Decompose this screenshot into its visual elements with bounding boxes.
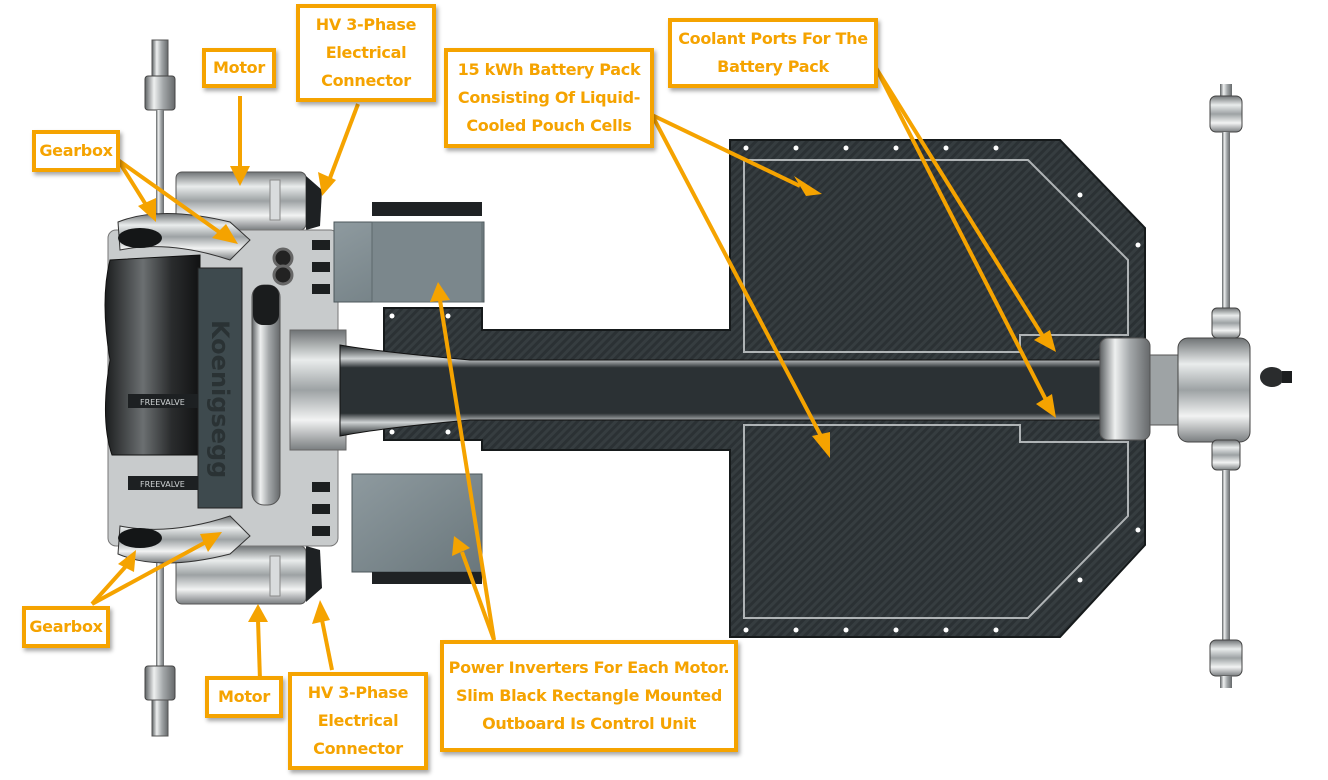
callout-arrows (90, 66, 1056, 681)
callout-coolant-ports-line-1: Coolant Ports For The (678, 29, 868, 48)
arrow-gearbox-bottom-2 (91, 540, 207, 606)
arrow-head-gearbox-bottom-1 (118, 550, 136, 572)
callout-hv-connector-bottom-line-3: Connector (313, 739, 403, 758)
arrow-head-hv-top (318, 172, 336, 196)
arrow-head-inverter-1 (430, 282, 450, 302)
inverter-bottom (351, 473, 483, 584)
engine-plate-lower: FREEVALVE (140, 480, 185, 489)
engine-plate-upper: FREEVALVE (140, 398, 185, 407)
callout-motor-top-line-1: Motor (213, 58, 265, 77)
callout-gearbox-bottom-line-1: Gearbox (29, 617, 103, 636)
arrow-head-motor-bottom (248, 604, 268, 622)
callout-power-inverters-line-1: Power Inverters For Each Motor. (448, 658, 730, 677)
callout-hv-connector-top-line-2: Electrical (325, 43, 407, 62)
rear-drive-unit (1099, 337, 1292, 443)
callout-motor-top: Motor (202, 48, 276, 88)
arrow-gearbox-top-1 (116, 158, 150, 210)
arrow-head-coolant-1 (1034, 330, 1056, 352)
callout-gearbox-bottom: Gearbox (22, 606, 110, 648)
callout-hv-connector-top: HV 3-Phase Electrical Connector (296, 4, 436, 102)
callout-power-inverters-line-2: Slim Black Rectangle Mounted (455, 686, 722, 705)
arrow-inverter-2 (460, 551, 496, 641)
arrow-motor-bottom (256, 619, 262, 681)
arrow-head-gearbox-top-1 (138, 198, 156, 222)
brand-watermark: Koenigsegg (206, 320, 234, 478)
callout-power-inverters: Power Inverters For Each Motor. Slim Bla… (440, 640, 738, 752)
rear-axle (1209, 84, 1243, 688)
arrow-battery-1 (651, 113, 801, 188)
arrow-gearbox-top-2 (116, 158, 224, 236)
callout-motor-bottom: Motor (205, 676, 283, 718)
callout-battery-pack-line-1: 15 kWh Battery Pack (457, 60, 641, 79)
callout-battery-pack-line-2: Consisting Of Liquid- (457, 88, 641, 107)
callout-battery-pack: 15 kWh Battery Pack Consisting Of Liquid… (444, 48, 654, 148)
inverter-top (333, 202, 485, 303)
callout-power-inverters-line-3: Outboard Is Control Unit (482, 714, 696, 733)
arrow-head-gearbox-top-2 (212, 224, 238, 244)
callout-battery-pack-line-3: Cooled Pouch Cells (466, 116, 632, 135)
battery-pack (339, 139, 1146, 638)
callout-hv-connector-top-line-3: Connector (321, 71, 411, 90)
callout-hv-connector-bottom-line-2: Electrical (317, 711, 399, 730)
arrow-head-motor-top (230, 166, 250, 186)
arrow-hv-bottom (320, 619, 334, 671)
callout-coolant-ports-line-2: Battery Pack (717, 57, 829, 76)
arrow-head-battery-2 (812, 432, 830, 458)
callout-gearbox-top: Gearbox (32, 130, 120, 172)
arrow-head-gearbox-bottom-2 (200, 532, 222, 552)
arrow-head-inverter-2 (452, 536, 470, 556)
motor-bottom-body (175, 545, 322, 605)
engine: Koenigsegg FREEVALVE FREEVALVE (104, 171, 347, 605)
arrow-hv-top (328, 103, 360, 179)
arrow-head-coolant-2 (1036, 394, 1056, 418)
callout-motor-bottom-line-1: Motor (218, 687, 270, 706)
arrow-coolant-1 (874, 66, 1046, 340)
callout-hv-connector-bottom: HV 3-Phase Electrical Connector (288, 672, 428, 770)
callout-hv-connector-bottom-line-1: HV 3-Phase (307, 683, 409, 702)
arrow-inverter-1 (438, 299, 496, 641)
arrow-head-hv-bottom (312, 600, 330, 624)
callout-gearbox-top-line-1: Gearbox (39, 141, 113, 160)
arrow-coolant-2 (874, 67, 1048, 401)
arrow-battery-2 (650, 114, 824, 439)
callout-hv-connector-top-line-1: HV 3-Phase (315, 15, 417, 34)
callout-coolant-ports: Coolant Ports For The Battery Pack (668, 18, 878, 88)
arrow-gearbox-bottom-1 (90, 562, 130, 606)
arrow-head-battery-1 (794, 176, 822, 196)
